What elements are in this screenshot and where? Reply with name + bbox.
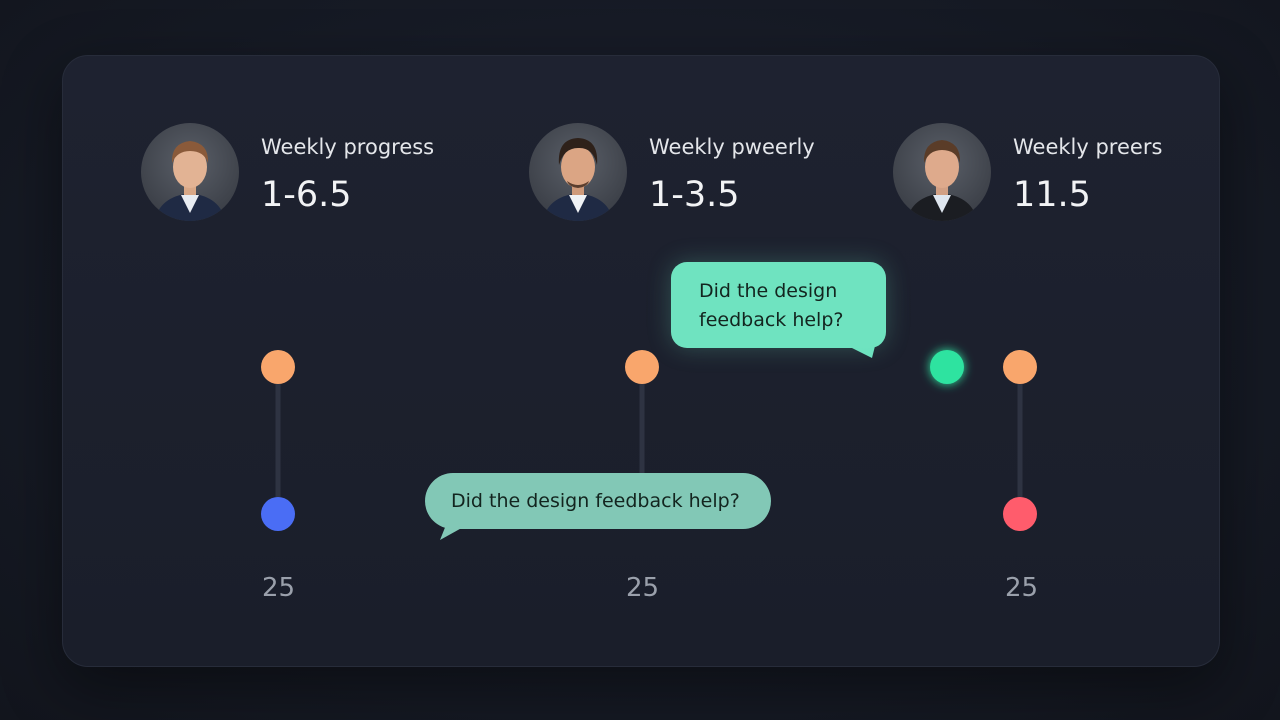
orange-dot[interactable]	[261, 350, 295, 384]
orange-dot[interactable]	[625, 350, 659, 384]
stat-value: 1-3.5	[649, 175, 740, 215]
stat-value: 11.5	[1013, 175, 1091, 215]
stat-label: Weekly preers	[1013, 135, 1163, 159]
person-avatar-icon	[907, 140, 977, 221]
tick-label: 25	[262, 573, 296, 603]
avatar[interactable]	[893, 123, 991, 221]
stat-label: Weekly pwеerly	[649, 135, 815, 159]
red-dot[interactable]	[1003, 497, 1037, 531]
avatar[interactable]	[141, 123, 239, 221]
feedback-bubble-top[interactable]: Did the design feedback help?	[671, 262, 886, 348]
feedback-bubble-bottom[interactable]: Did the design feedback help?	[425, 473, 771, 529]
green-dot[interactable]	[930, 350, 964, 384]
bubble-text-line: feedback help?	[699, 309, 844, 331]
blue-dot[interactable]	[261, 497, 295, 531]
bubble-text: Did the design feedback help?	[451, 490, 740, 512]
bubble-text-line: Did the design	[699, 280, 838, 302]
stat-value: 1-6.5	[261, 175, 352, 215]
stat-label: Weekly progress	[261, 135, 435, 159]
person-avatar-icon	[155, 141, 225, 221]
avatar[interactable]	[529, 123, 627, 221]
person-avatar-icon	[543, 138, 613, 221]
tick-label: 25	[626, 573, 660, 603]
orange-dot[interactable]	[1003, 350, 1037, 384]
bubble-text: Did the design feedback help?	[699, 277, 879, 335]
tick-label: 25	[1005, 573, 1039, 603]
